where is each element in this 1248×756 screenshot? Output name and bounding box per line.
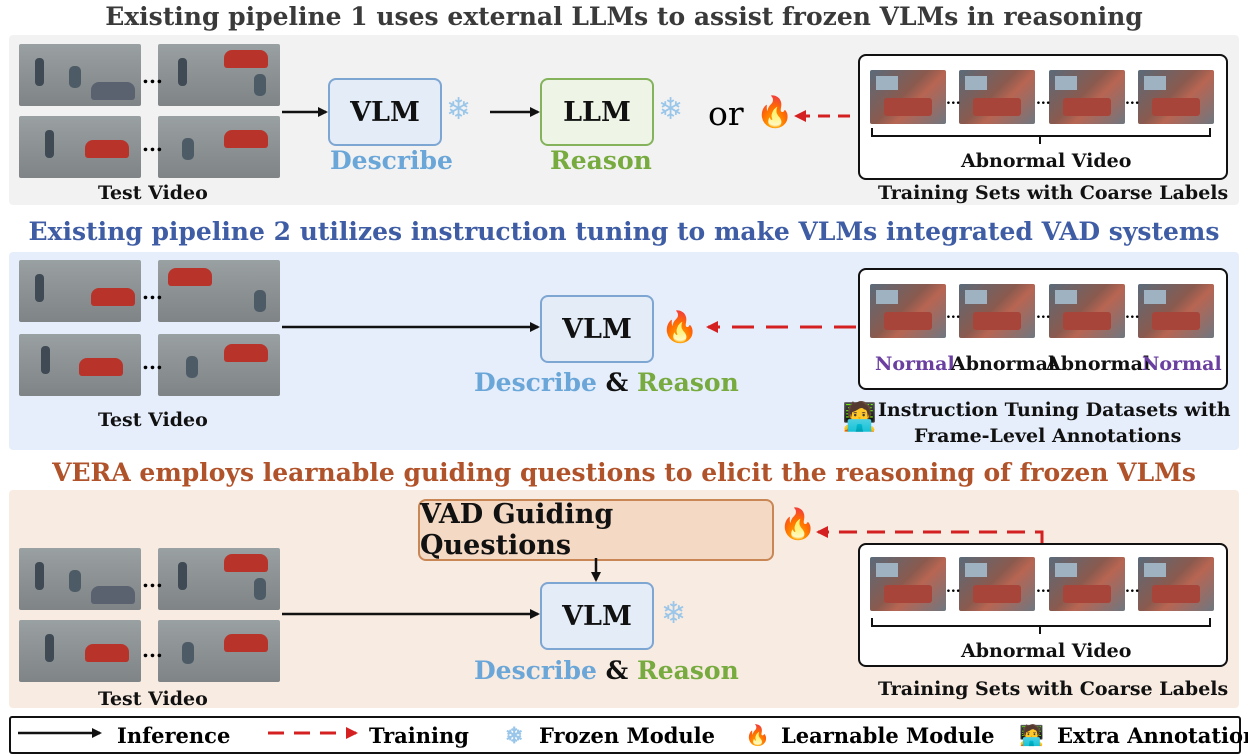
reason-caption: Reason [550, 146, 652, 175]
test-video-frame [19, 44, 141, 106]
describe-text: Describe [474, 368, 597, 397]
ellipsis: ... [946, 580, 961, 596]
training-frame [959, 70, 1035, 124]
vlm-label: VLM [350, 96, 420, 128]
training-frame [870, 70, 946, 124]
training-frame [870, 284, 946, 338]
llm-label: LLM [563, 96, 631, 128]
vera-title: VERA employs learnable guiding questions… [52, 458, 1196, 487]
ellipsis: ... [1036, 580, 1051, 596]
test-video-frame [19, 334, 141, 396]
test-video-label: Test Video [98, 688, 208, 710]
frame-label-normal: Normal [875, 353, 955, 375]
pipeline2-title: Existing pipeline 2 utilizes instruction… [28, 217, 1220, 246]
training-frame [1138, 70, 1214, 124]
ellipsis: ... [142, 132, 163, 156]
abnormal-video-caption: Abnormal Video [961, 150, 1132, 172]
guiding-questions-label: VAD Guiding Questions [420, 499, 614, 561]
test-video-frame [19, 548, 141, 610]
ellipsis: ... [946, 92, 961, 108]
frozen-icon: ❄ [505, 723, 524, 749]
vlm-label: VLM [562, 313, 632, 345]
legend-box: Inference Training ❄ Frozen Module 🔥 Lea… [9, 716, 1248, 754]
ellipsis: ... [1036, 92, 1051, 108]
ellipsis: ... [142, 350, 163, 374]
ellipsis: ... [1036, 306, 1051, 322]
training-frame [870, 557, 946, 611]
training-set-label: Training Sets with Coarse Labels [878, 182, 1229, 204]
dataset-label-line1: Instruction Tuning Datasets with [878, 399, 1231, 421]
describe-reason-caption: Describe & Reason [474, 368, 739, 397]
amp-text: & [605, 368, 629, 397]
describe-text: Describe [474, 656, 597, 685]
video-brace [871, 618, 1211, 634]
llm-box: LLM [540, 78, 654, 146]
ellipsis: ... [1125, 580, 1140, 596]
ellipsis: ... [142, 638, 163, 662]
dataset-label-line2: Frame-Level Annotations [914, 425, 1182, 447]
test-video-frame [158, 116, 280, 178]
frame-label-abnormal: Abnormal [951, 353, 1056, 375]
test-video-frame [158, 44, 280, 106]
test-video-frame [19, 116, 141, 178]
training-frame [1049, 284, 1125, 338]
ellipsis: ... [142, 568, 163, 592]
test-video-label: Test Video [98, 182, 208, 204]
amp-text: & [605, 656, 629, 685]
ellipsis: ... [142, 64, 163, 88]
legend-training-label: Training [369, 723, 469, 748]
describe-caption: Describe [330, 146, 453, 175]
legend-learnable-label: Learnable Module [781, 723, 995, 748]
training-frame [959, 557, 1035, 611]
frame-label-abnormal: Abnormal [1046, 353, 1151, 375]
training-frame [1049, 70, 1125, 124]
training-set-label: Training Sets with Coarse Labels [878, 678, 1229, 700]
test-video-frame [158, 548, 280, 610]
ellipsis: ... [1125, 92, 1140, 108]
legend-inference-label: Inference [117, 723, 231, 748]
frozen-icon: ❄ [658, 92, 684, 127]
test-video-frame [19, 620, 141, 682]
training-frame [1138, 284, 1214, 338]
abnormal-video-caption: Abnormal Video [961, 640, 1132, 662]
describe-reason-caption: Describe & Reason [474, 656, 739, 685]
test-video-frame [19, 260, 141, 322]
legend-extra-label: Extra Annotation [1057, 723, 1248, 748]
learnable-icon: 🔥 [779, 507, 817, 542]
vlm-box: VLM [540, 295, 654, 363]
pipeline1-title: Existing pipeline 1 uses external LLMs t… [105, 2, 1143, 31]
test-video-label: Test Video [98, 409, 208, 431]
frame-label-normal: Normal [1142, 353, 1222, 375]
learnable-icon: 🔥 [756, 95, 794, 130]
ellipsis: ... [1125, 306, 1140, 322]
vlm-label: VLM [562, 600, 632, 632]
test-video-frame [158, 260, 280, 322]
or-text: or [708, 94, 744, 133]
ellipsis: ... [946, 306, 961, 322]
reason-text: Reason [636, 368, 739, 397]
learnable-icon: 🔥 [661, 310, 699, 345]
learnable-icon: 🔥 [745, 723, 770, 747]
vlm-box: VLM [540, 582, 654, 650]
video-brace [871, 128, 1211, 144]
legend-frozen-label: Frozen Module [539, 723, 716, 748]
annotator-icon: 🧑‍💻 [1019, 723, 1044, 747]
frozen-icon: ❄ [661, 596, 687, 631]
training-frame [1049, 557, 1125, 611]
test-video-frame [158, 620, 280, 682]
test-video-frame [158, 334, 280, 396]
training-arrow [816, 526, 1044, 543]
frozen-icon: ❄ [446, 92, 472, 127]
training-frame [959, 284, 1035, 338]
annotator-icon: 🧑‍💻 [842, 400, 877, 433]
ellipsis: ... [142, 280, 163, 304]
training-frame [1138, 557, 1214, 611]
reason-text: Reason [636, 656, 739, 685]
vlm-box: VLM [328, 78, 442, 146]
